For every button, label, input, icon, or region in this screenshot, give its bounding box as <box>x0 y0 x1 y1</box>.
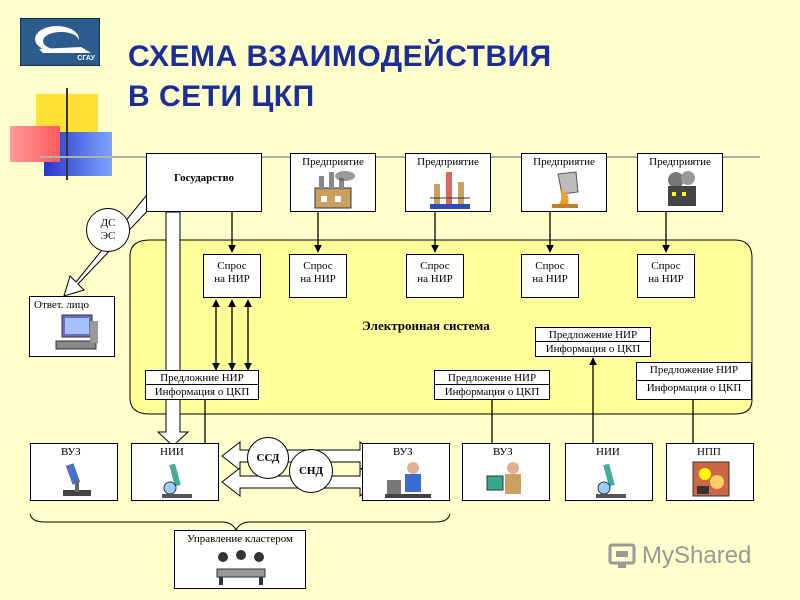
lab-equipment-icon <box>596 463 626 498</box>
microscope-icon <box>63 463 91 496</box>
institute-box-1[interactable]: НИИ <box>131 443 219 501</box>
logo: СГАУ <box>20 18 100 66</box>
production-icon <box>692 461 730 497</box>
offer-stack-1[interactable]: Предложние НИР Информация о ЦКП <box>145 370 259 400</box>
ssd-circle[interactable]: ССД <box>247 437 289 479</box>
computer-icon <box>55 314 98 350</box>
institute-box-2[interactable]: НИИ <box>565 443 653 501</box>
meeting-icon <box>216 550 266 585</box>
scientist-icon <box>486 462 521 494</box>
offer-stack-2[interactable]: Предложение НИР Информация о ЦКП <box>434 370 550 400</box>
title-line-2: В СЕТИ ЦКП <box>128 80 315 113</box>
enterprise-label: Предприятие <box>649 156 711 168</box>
demand-box-4[interactable]: Спрос на НИР <box>521 254 579 298</box>
demand-box-3[interactable]: Спрос на НИР <box>406 254 464 298</box>
offer-info-label: Информация о ЦКП <box>154 386 250 398</box>
logo-emblem-icon <box>35 26 91 53</box>
university-label: ВУЗ <box>393 446 413 458</box>
logo-text: СГАУ <box>77 55 95 62</box>
lab-equipment-icon <box>162 463 192 498</box>
electronic-system-area <box>129 239 753 415</box>
university-box-2[interactable]: ВУЗ <box>362 443 450 501</box>
enterprise-box-4[interactable]: Предприятие <box>637 153 723 212</box>
demand-box-5[interactable]: Спрос на НИР <box>637 254 695 298</box>
enterprise-label: Предприятие <box>302 156 364 168</box>
offer-info-label: Информация о ЦКП <box>545 343 641 355</box>
researcher-icon <box>385 462 431 498</box>
offer-research-label: Предложние НИР <box>146 371 258 385</box>
watermark: MyShared <box>608 540 751 572</box>
offer-research-label: Предложение НИР <box>536 328 650 342</box>
offer-info-label: Информация о ЦКП <box>444 386 540 398</box>
offer-info-label: Информация о ЦКП <box>646 382 742 394</box>
institute-label: НИИ <box>160 446 184 458</box>
title-line-1: СХЕМА ВЗАИМОДЕЙСТВИЯ <box>128 40 552 73</box>
state-label: Государство <box>174 172 234 184</box>
myshared-logo-icon <box>608 543 636 568</box>
demand-box-1[interactable]: Спрос на НИР <box>203 254 261 298</box>
decor-horizontal-line <box>40 156 760 158</box>
cluster-management-label: Управление кластером <box>187 533 293 545</box>
plant-smoke-icon <box>668 171 696 206</box>
cluster-brace <box>29 513 451 532</box>
offer-research-label: Предложение НИР <box>435 371 549 385</box>
enterprise-box-1[interactable]: Предприятие <box>290 153 376 212</box>
refinery-icon <box>430 172 470 209</box>
responsible-box[interactable]: Ответ. лицо <box>29 296 115 357</box>
demand-box-2[interactable]: Спрос на НИР <box>289 254 347 298</box>
factory-icon <box>314 171 355 209</box>
enterprise-box-2[interactable]: Предприятие <box>405 153 491 212</box>
cluster-management-box[interactable]: Управление кластером <box>174 530 306 589</box>
offer-research-label: Предложение НИР <box>637 363 751 381</box>
university-label: ВУЗ <box>493 446 513 458</box>
enterprise-label: Предприятие <box>417 156 479 168</box>
ds-es-circle[interactable]: ДС ЭС <box>86 208 130 252</box>
watermark-text: MyShared <box>642 542 752 569</box>
enterprise-box-3[interactable]: Предприятие <box>521 153 607 212</box>
snd-circle[interactable]: СНД <box>289 449 333 493</box>
university-label: ВУЗ <box>61 446 81 458</box>
university-box-1[interactable]: ВУЗ <box>30 443 118 501</box>
furnace-icon <box>552 171 579 208</box>
npp-box[interactable]: НПП <box>666 443 754 501</box>
institute-label: НИИ <box>596 446 620 458</box>
offer-stack-4[interactable]: Предложение НИР Информация о ЦКП <box>636 362 752 400</box>
state-box[interactable]: Государство <box>146 153 262 212</box>
university-box-3[interactable]: ВУЗ <box>462 443 550 501</box>
state-to-nii-arrow <box>156 211 190 447</box>
enterprise-label: Предприятие <box>533 156 595 168</box>
offer-stack-3[interactable]: Предложение НИР Информация о ЦКП <box>535 327 651 357</box>
npp-label: НПП <box>697 446 721 458</box>
electronic-system-label: Электронная система <box>362 318 490 333</box>
responsible-label: Ответ. лицо <box>34 299 90 311</box>
decor-vertical-line <box>66 88 68 180</box>
